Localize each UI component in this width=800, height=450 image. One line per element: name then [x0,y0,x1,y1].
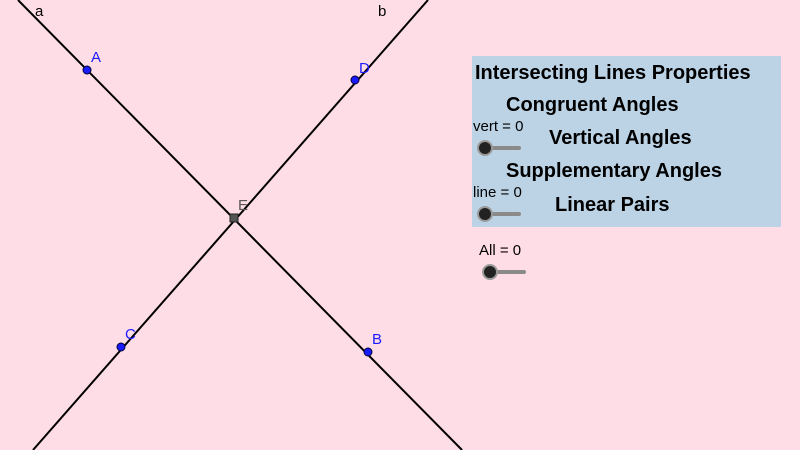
line-b-label: b [378,3,386,20]
vert-slider-track[interactable] [485,146,521,150]
line-slider-caption: line = 0 [473,184,522,201]
line-slider-knob[interactable] [477,206,493,222]
vert-slider[interactable] [475,138,523,158]
all-slider-caption: All = 0 [479,242,522,259]
line-b[interactable] [32,0,429,450]
line-a[interactable] [17,0,463,450]
point-d[interactable] [350,75,360,85]
all-slider[interactable] [480,262,528,282]
point-c[interactable] [116,342,126,352]
all-slider-track[interactable] [490,270,526,274]
panel-title: Intersecting Lines Properties [475,62,751,84]
supplementary-angles-heading: Supplementary Angles [506,160,722,182]
point-b[interactable] [363,347,373,357]
linear-pairs-label: Linear Pairs [555,194,670,216]
point-b-label: B [372,331,382,348]
point-e[interactable] [229,213,239,223]
point-a[interactable] [82,65,92,75]
point-a-label: A [91,49,101,66]
line-slider[interactable] [475,204,523,224]
vert-slider-knob[interactable] [477,140,493,156]
vertical-angles-label: Vertical Angles [549,127,692,149]
line-a-label: a [35,3,44,20]
point-d-label: D [359,60,370,77]
all-slider-knob[interactable] [482,264,498,280]
vert-slider-caption: vert = 0 [473,118,524,135]
point-c-label: C [125,326,136,343]
point-e-label: E [238,197,248,214]
properties-panel: Intersecting Lines Properties Congruent … [472,56,781,227]
line-slider-track[interactable] [485,212,521,216]
congruent-angles-heading: Congruent Angles [506,94,679,116]
